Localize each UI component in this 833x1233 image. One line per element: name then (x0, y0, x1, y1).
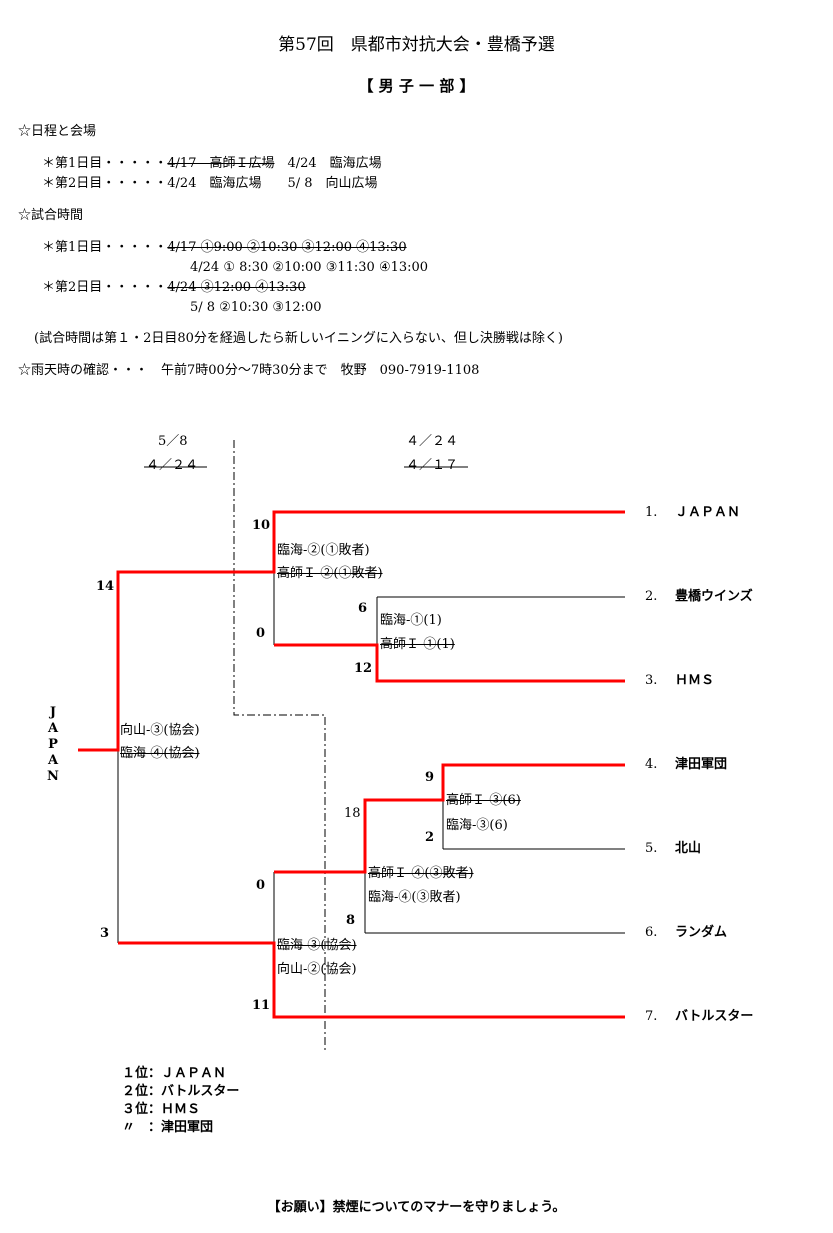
times-day1-value: 4/24 ① 8:30 ②10:00 ③11:30 ④13:00 (190, 260, 429, 275)
schedule-day2: ＊第2日目・・・・・4/24 臨海広場 5/ 8 向山広場 (42, 176, 378, 192)
letter: P (48, 737, 58, 752)
bracket-winner-path (78, 510, 625, 1019)
score: 18 (344, 806, 361, 821)
rain-contact: ☆雨天時の確認・・・ 午前7時00分～7時30分まで 牧野 090-7919-1… (18, 363, 480, 378)
team-seed: 4. (645, 757, 658, 772)
round-right-date: ４／２４ (406, 434, 459, 449)
schedule-day1: ＊第1日目・・・・・4/17 高師Ｉ広場 4/24 臨海広場 (42, 156, 382, 172)
round-right-struck-date: ４／１７ (406, 458, 459, 473)
result-third-tie: 〃 ：津田軍団 (122, 1120, 214, 1135)
team-name: ＪＡＰＡＮ (675, 505, 741, 520)
score: 10 (252, 518, 271, 533)
page-subtitle: 【 男 子 一 部 】 (358, 77, 475, 95)
team-name: 北山 (675, 841, 702, 856)
score: 14 (96, 579, 115, 594)
result-second: ２位：バトルスター (122, 1084, 240, 1099)
score: 12 (354, 661, 373, 676)
letter: N (47, 769, 59, 784)
schedule-heading: ☆日程と会場 (18, 124, 97, 139)
match-venue-struck: 高師Ｉ-③(6) (446, 793, 521, 808)
score: 11 (252, 998, 271, 1013)
team-seed: 5. (645, 841, 658, 856)
champion-vertical: J A P A N (46, 705, 60, 785)
team-name: ランダム (675, 925, 728, 940)
score: 0 (256, 626, 266, 641)
team-name: 津田軍団 (675, 757, 728, 772)
struck-value: 4/17 ①9:00 ②10:30 ③12:00 ④13:30 (167, 240, 407, 255)
score: 6 (358, 601, 368, 616)
label: ＊第1日目・・・・・ (42, 156, 168, 171)
score: 8 (346, 913, 356, 928)
footer-note: 【お願い】禁煙についてのマナーを守りましょう。 (267, 1200, 566, 1215)
bracket-black-lines (117, 572, 625, 943)
letter: A (47, 753, 59, 768)
match-venue-struck: 高師Ｉ-②(①敗者) (277, 566, 383, 581)
score: 3 (100, 926, 110, 941)
letter: J (49, 705, 57, 720)
match-venue: 臨海-②(①敗者) (277, 543, 370, 558)
team-seed: 3. (645, 673, 658, 688)
team-name: ＨＭＳ (675, 673, 715, 688)
team-name: 豊橋ウインズ (675, 589, 753, 604)
label: ＊第2日目・・・・・ (42, 176, 168, 191)
round-left-struck-date: ４／２４ (146, 458, 199, 473)
round-divider (233, 440, 326, 1052)
result-third: ３位：ＨＭＳ (122, 1102, 201, 1117)
times-note: (試合時間は第１・2日目80分を経過したら新しいイニングに入らない、但し決勝戦は… (34, 331, 563, 346)
match-venue: 臨海-④(③敗者) (368, 890, 461, 905)
struck-value: 4/17 高師Ｉ広場 (167, 156, 275, 171)
round-left-date: 5／8 (158, 434, 188, 449)
match-venue: 向山-③(協会) (120, 723, 200, 738)
match-venue-struck: 臨海-③(協会) (277, 938, 357, 953)
team-seed: 2. (645, 589, 658, 604)
match-venue-struck: 高師Ｉ-④(③敗者) (368, 866, 474, 881)
match-venue: 臨海-①(1) (380, 613, 442, 628)
label: ＊第2日目・・・・・ (42, 280, 168, 295)
page-title: 第57回 県都市対抗大会・豊橋予選 (278, 35, 555, 55)
team-name: バトルスター (675, 1009, 754, 1024)
match-venue-struck: 臨海-④(協会) (120, 746, 200, 761)
score: 9 (425, 770, 435, 785)
times-day2: ＊第2日目・・・・・4/24 ③12:00 ④13:30 (42, 280, 306, 296)
match-venue-struck: 高師Ｉ-①(1) (380, 637, 455, 652)
times-heading: ☆試合時間 (18, 208, 84, 223)
label: ＊第1日目・・・・・ (42, 240, 168, 255)
value: 4/24 臨海広場 5/ 8 向山広場 (167, 176, 378, 191)
times-day1: ＊第1日目・・・・・4/17 ①9:00 ②10:30 ③12:00 ④13:3… (42, 240, 407, 256)
times-day2-value: 5/ 8 ②10:30 ③12:00 (190, 300, 322, 315)
match-venue: 臨海-③(6) (446, 818, 508, 833)
team-seed: 7. (645, 1009, 658, 1024)
score: 0 (256, 878, 266, 893)
result-first: １位：ＪＡＰＡＮ (122, 1066, 227, 1081)
struck-value: 4/24 ③12:00 ④13:30 (167, 280, 306, 295)
letter: A (47, 721, 59, 736)
team-seed: 6. (645, 925, 658, 940)
score: 2 (425, 830, 435, 845)
team-seed: 1. (645, 505, 658, 520)
value: 4/24 臨海広場 (274, 156, 382, 171)
match-venue: 向山-②(協会) (277, 962, 357, 977)
